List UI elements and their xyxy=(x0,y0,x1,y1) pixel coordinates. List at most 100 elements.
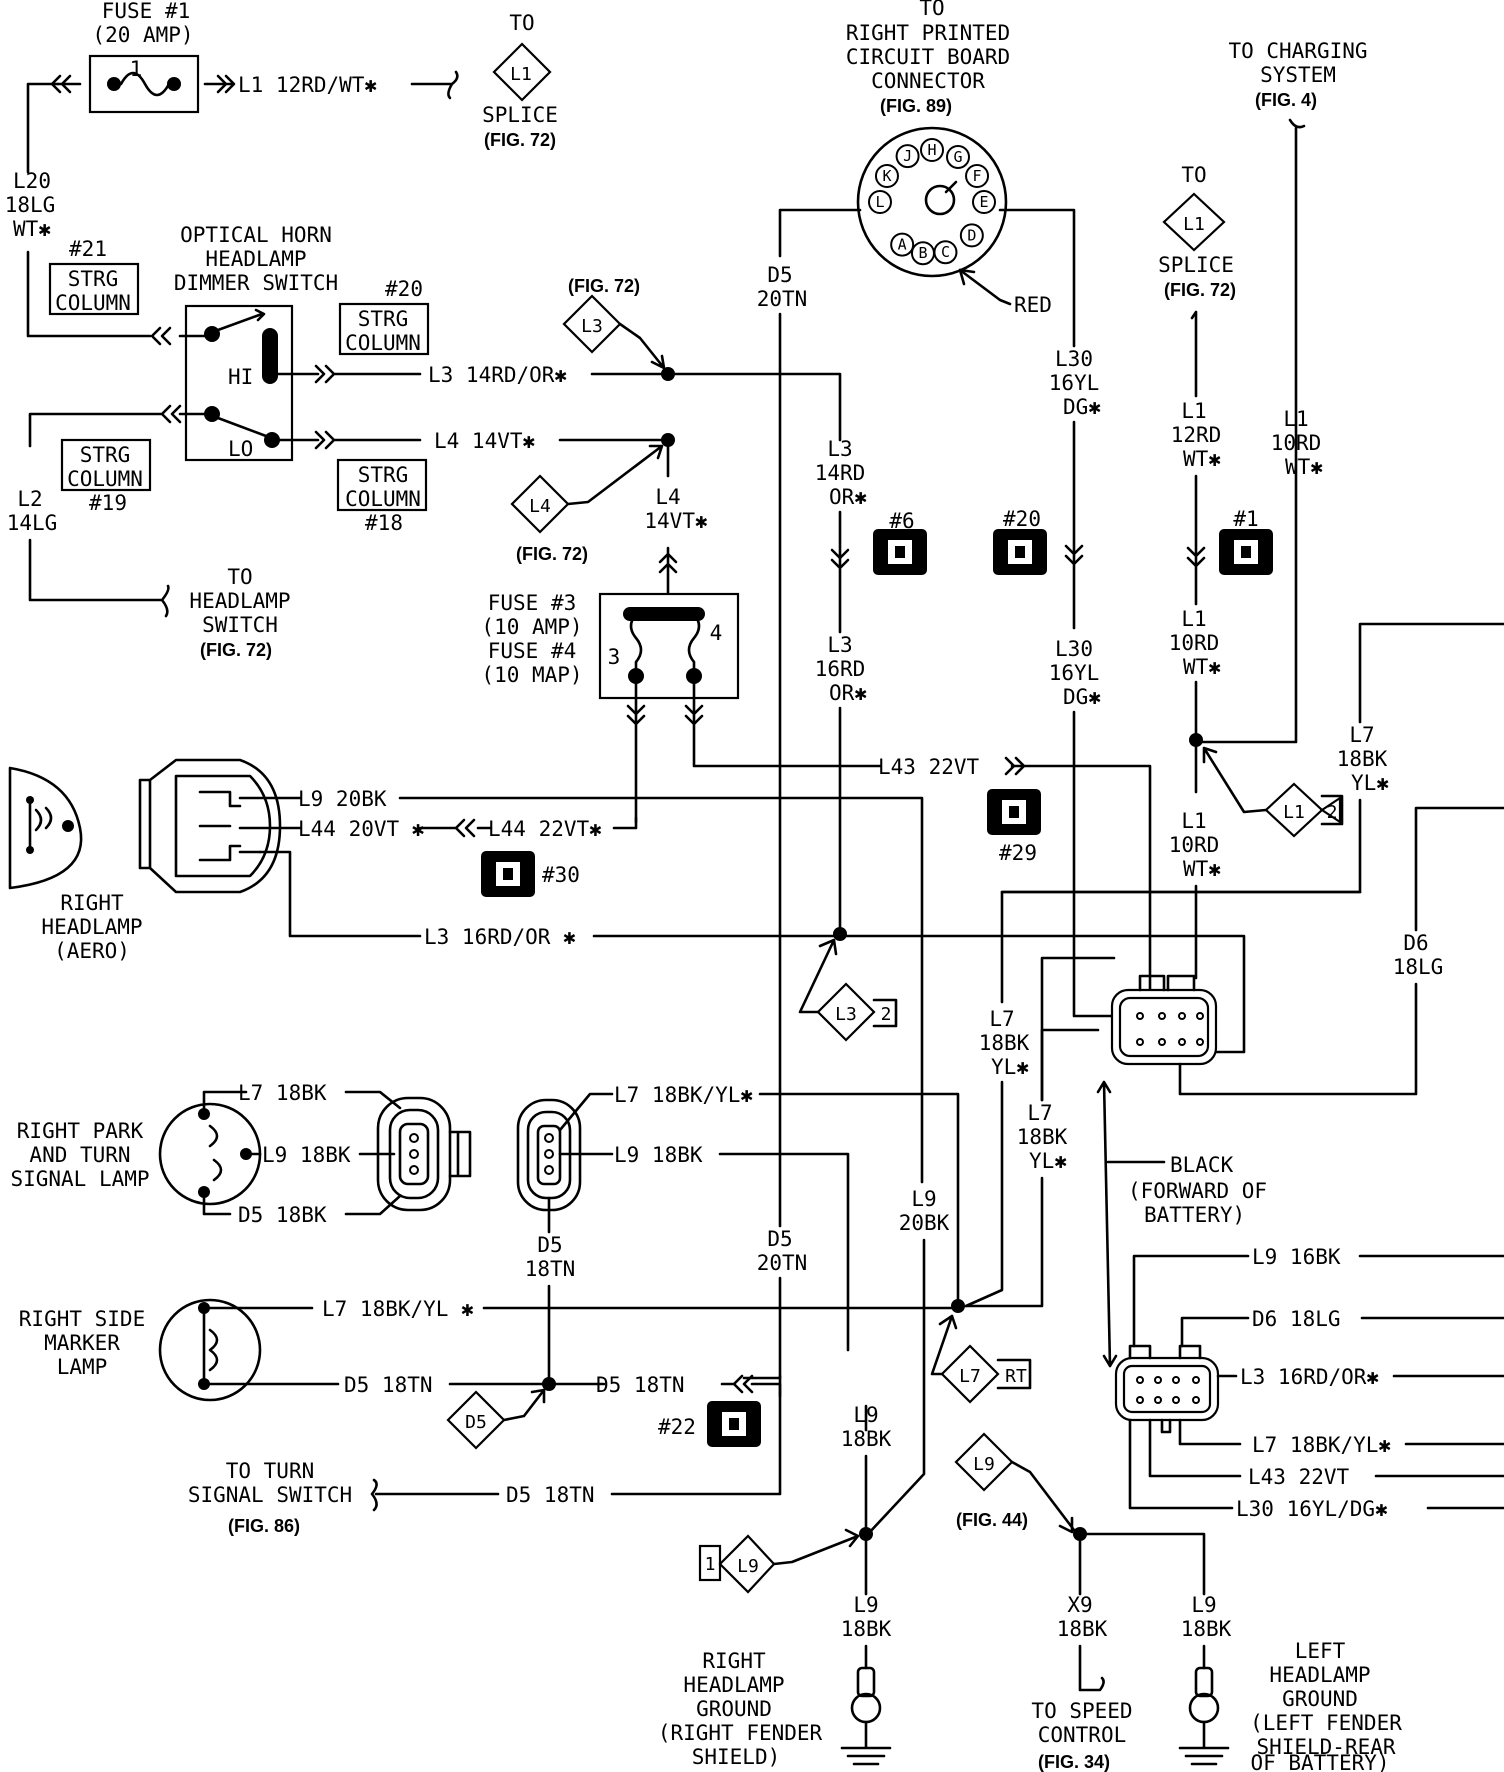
speed-l1: TO SPEED xyxy=(1031,1699,1132,1723)
l1-10rd-c-l3: WT✱ xyxy=(1183,857,1221,881)
l1-10rd-a-l1: L1 xyxy=(1283,407,1308,431)
fuse-1-rating: (20 AMP) xyxy=(92,23,193,47)
mid-conn-d5a: D5 xyxy=(537,1233,562,1257)
strg19-num: #19 xyxy=(89,491,127,515)
splice-top-fig: (FIG. 72) xyxy=(484,130,556,150)
l30-mid-l2: 16YL xyxy=(1049,661,1100,685)
park-w2: L9 18BK xyxy=(262,1143,351,1167)
rconn-w6: L30 16YL/DG✱ xyxy=(1236,1497,1388,1521)
hsw-l1: HEADLAMP xyxy=(189,589,290,613)
strg18-a: STRG xyxy=(358,463,409,487)
headlamp-switch: TO HEADLAMP SWITCH (FIG. 72) xyxy=(189,565,290,660)
splice-d5: D5 xyxy=(446,1388,546,1450)
d6-l2: 18LG xyxy=(1393,955,1444,979)
mid-conn-w1: L7 18BK/YL✱ xyxy=(614,1083,753,1107)
turn-signal-switch: TO TURN SIGNAL SWITCH (FIG. 86) D5 18TN xyxy=(188,1374,782,1536)
aero-l1: RIGHT xyxy=(60,891,124,915)
l1-10rd-b-l2: 10RD xyxy=(1169,631,1220,655)
l43-label: L43 22VT xyxy=(878,755,980,779)
turn-l1: TO TURN xyxy=(226,1459,315,1483)
rpcb-pin-k xyxy=(874,164,899,188)
rpcb-body xyxy=(856,126,1008,278)
l1-10rd-a-l2: 10RD xyxy=(1271,431,1322,455)
splice-right-to: TO xyxy=(1181,163,1206,187)
rpcb-l2: RIGHT PRINTED xyxy=(846,21,1010,45)
splice-top-to: TO xyxy=(509,11,534,35)
d5-mid-l2: 20TN xyxy=(757,1251,808,1275)
l1-10rd-c-l2: 10RD xyxy=(1169,833,1220,857)
l1-12rd-l2: 12RD xyxy=(1171,423,1222,447)
conn20-num: #20 xyxy=(1003,507,1041,531)
splice-l3-2-d: L3 xyxy=(835,1004,857,1025)
l7-a-l3: YL✱ xyxy=(991,1055,1029,1079)
splice-d5-d: D5 xyxy=(465,1412,487,1433)
fig86: (FIG. 86) xyxy=(228,1516,300,1536)
splice-l9-fig44: L9 (FIG. 44) xyxy=(954,1432,1076,1534)
aero-l2: HEADLAMP xyxy=(41,915,142,939)
l7-right-l1: L7 xyxy=(1349,723,1374,747)
black-l2: (FORWARD OF xyxy=(1128,1179,1267,1203)
splice-top-diamond: L1 xyxy=(510,64,532,85)
lhg-l4: (LEFT FENDER xyxy=(1250,1711,1402,1735)
conn29-num: #29 xyxy=(999,841,1037,865)
l1-12rd-l1: L1 xyxy=(1181,399,1206,423)
l20-l2: 18LG xyxy=(5,193,56,217)
l7-b-l1: L7 xyxy=(1027,1101,1052,1125)
l7-b-l2: 18BK xyxy=(1017,1125,1068,1149)
splice-l3-2: L3 2 xyxy=(798,938,898,1042)
splice-l1-2-n: 2 xyxy=(1327,802,1338,823)
l1-10rd-a-l3: WT✱ xyxy=(1285,455,1323,479)
rhg-l1: RIGHT xyxy=(702,1649,766,1673)
l9-18bk-b-l2: 18BK xyxy=(841,1617,892,1641)
rpcb-l3: CIRCUIT BOARD xyxy=(846,45,1010,69)
charging-system: TO CHARGING SYSTEM (FIG. 4) xyxy=(1194,39,1368,744)
fuse-1: FUSE #1 (20 AMP) 1 L1 12RD/WT✱ xyxy=(26,0,459,174)
left-headlamp-ground: LEFT HEADLAMP GROUND (LEFT FENDER SHIELD… xyxy=(1178,1639,1402,1772)
turn-w: D5 18TN xyxy=(506,1483,595,1507)
l3-14rd-l1: L3 xyxy=(827,437,852,461)
strg-column-18: STRG COLUMN #18 xyxy=(336,458,428,535)
l4-v-l2: 14VT✱ xyxy=(644,509,708,533)
rpcb-pin-label-g: G xyxy=(953,148,962,166)
rpcb-pin-h xyxy=(920,138,944,162)
marker-w2: D5 18TN xyxy=(344,1373,433,1397)
l30-mid-l1: L30 xyxy=(1055,637,1093,661)
lhg-l5: SHIELD-REAR xyxy=(1256,1735,1395,1759)
splice-1l9-d: L9 xyxy=(737,1556,759,1577)
rpcb-pin-a xyxy=(890,232,915,257)
conn1-num: #1 xyxy=(1233,507,1258,531)
rpcb-pin-label-j: J xyxy=(903,147,912,165)
strg20-a: STRG xyxy=(358,307,409,331)
fuse34-p4: 4 xyxy=(710,621,723,645)
l2-l2: 14LG xyxy=(7,511,58,535)
splice-l3-2-n: 2 xyxy=(881,1004,892,1025)
fig34: (FIG. 34) xyxy=(1038,1752,1110,1772)
turn-l2: SIGNAL SWITCH xyxy=(188,1483,352,1507)
splice-l7-rt: L7 RT xyxy=(930,1314,1032,1404)
splice-top: TO L1 SPLICE (FIG. 72) xyxy=(482,11,558,150)
fuse-3-4: FUSE #3 (10 AMP) FUSE #4 (10 MAP) 3 4 xyxy=(481,591,882,824)
l20-l1: L20 xyxy=(13,169,51,193)
black-l1: BLACK xyxy=(1170,1153,1234,1177)
l20-l3: WT✱ xyxy=(13,217,51,241)
l3-top-label: L3 14RD/OR✱ xyxy=(428,363,567,387)
mid-conn-d5b: 18TN xyxy=(525,1257,576,1281)
rpcb-pin-label-b: B xyxy=(918,244,927,262)
d6-l1: D6 xyxy=(1403,931,1428,955)
rconn-w4: L7 18BK/YL✱ xyxy=(1252,1433,1391,1457)
black-connector-label: BLACK (FORWARD OF BATTERY) xyxy=(1096,1080,1267,1368)
strg-column-20: #20 STRG COLUMN xyxy=(338,277,430,356)
fig72-l4: (FIG. 72) xyxy=(516,544,588,564)
connector-20-icon xyxy=(993,529,1047,575)
rpcb-pin-d xyxy=(959,223,984,248)
rpcb-fig: (FIG. 89) xyxy=(880,96,952,116)
strg21-num: #21 xyxy=(69,237,107,261)
l4-v-l1: L4 xyxy=(655,485,680,509)
l30-top-l3: DG✱ xyxy=(1063,395,1101,419)
rpcb-pin-label-h: H xyxy=(927,141,936,159)
strg20-b: COLUMN xyxy=(345,331,421,355)
strg20-num: #20 xyxy=(385,277,423,301)
l30-top-l1: L30 xyxy=(1055,347,1093,371)
